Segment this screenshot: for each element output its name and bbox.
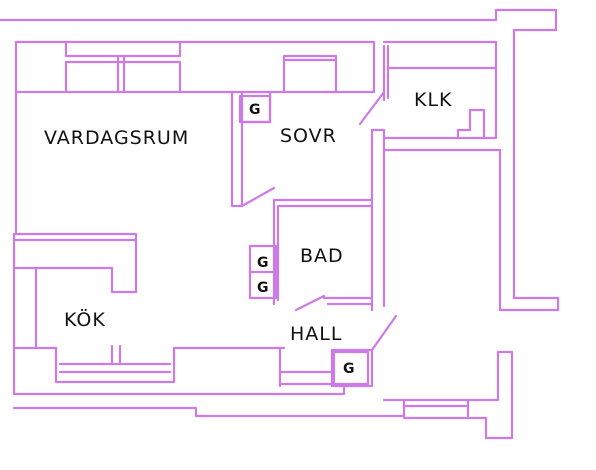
bottom-right-walls — [382, 350, 514, 440]
room-label-vardagsrum: VARDAGSRUM — [44, 127, 189, 149]
kitchen-walls — [12, 232, 286, 396]
window-kitchen — [58, 344, 172, 374]
bathroom-walls — [272, 128, 386, 312]
living-room-walls — [14, 40, 376, 234]
g-marker-bedroom: G — [249, 102, 261, 118]
room-label-kok: KÖK — [64, 308, 106, 331]
g-marker-bath-lower: G — [257, 280, 269, 296]
room-label-sovr: SOVR — [280, 125, 337, 147]
g-marker-box-bedroom — [238, 94, 272, 124]
room-label-bad: BAD — [300, 245, 344, 267]
room-label-klk: KLK — [414, 89, 453, 111]
room-label-hall: HALL — [290, 323, 342, 345]
g-marker-box-hall — [332, 350, 370, 386]
window-living-left — [64, 40, 182, 94]
hall-bottom-walls — [12, 314, 406, 418]
closet-walls — [358, 40, 498, 140]
g-marker-bath-upper: G — [257, 255, 269, 271]
walls — [0, 8, 560, 440]
g-cabinet-stack — [248, 244, 278, 300]
g-marker-hall: G — [343, 361, 355, 377]
window-bedroom — [282, 54, 338, 94]
outer-wall-top — [0, 8, 560, 312]
